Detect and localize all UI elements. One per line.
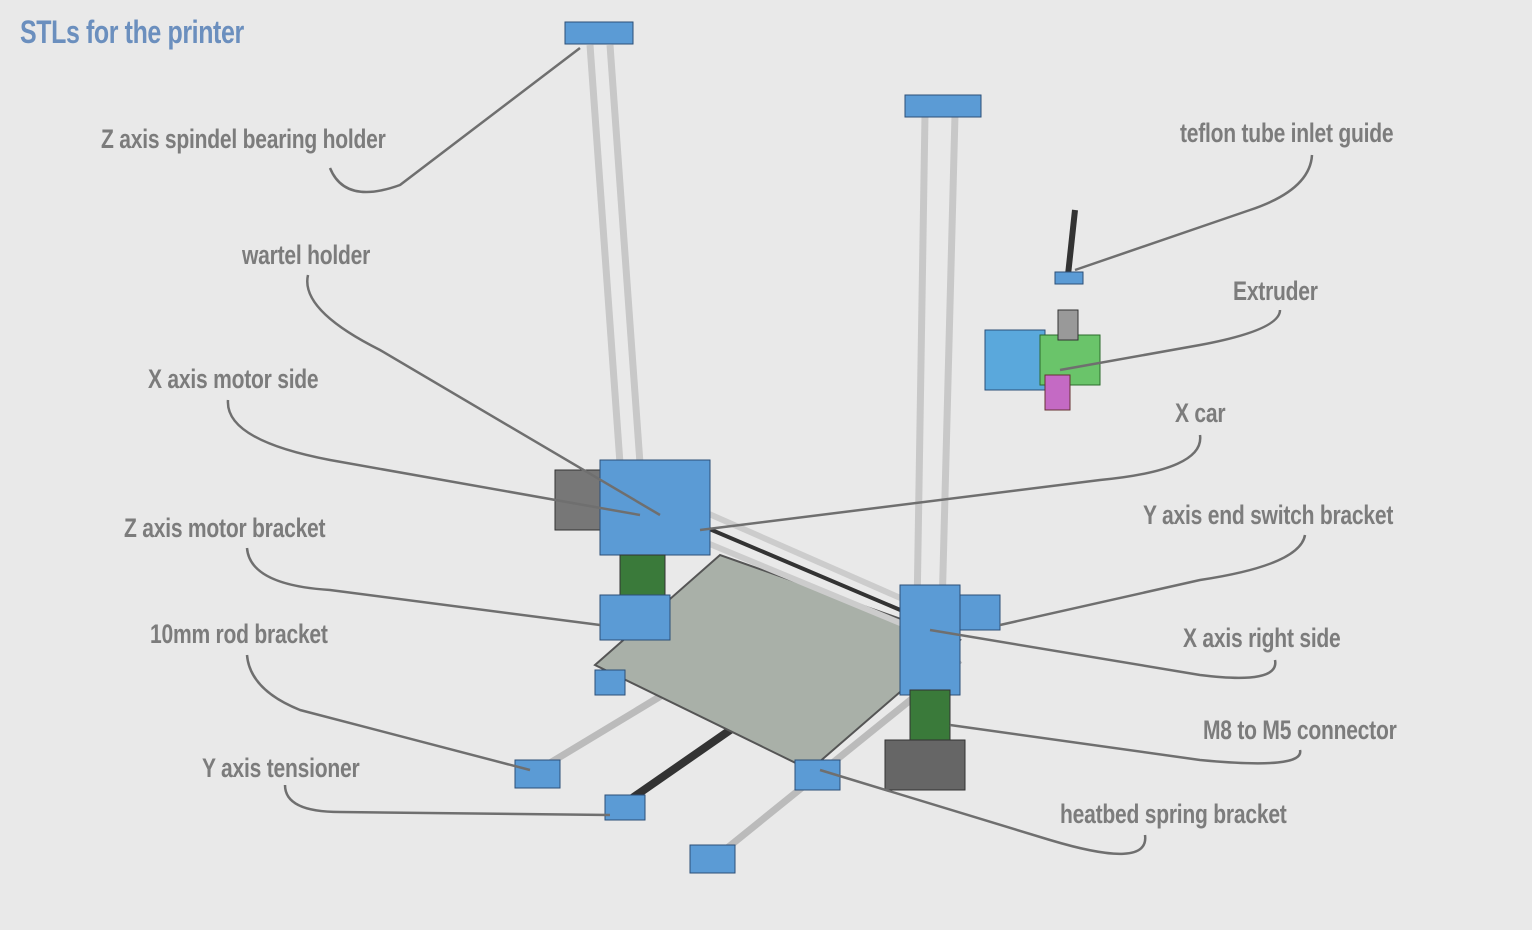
label-y-axis-end-switch-bracket: Y axis end switch bracket	[1143, 500, 1394, 530]
printer-model	[514, 21, 1101, 874]
label-heatbed-spring-bracket: heatbed spring bracket	[1060, 799, 1287, 829]
label-x-axis-motor-side: X axis motor side	[148, 364, 319, 394]
label-wartel-holder: wartel holder	[242, 240, 371, 270]
label-x-axis-right-side: X axis right side	[1183, 623, 1341, 653]
label-x-car: X car	[1175, 398, 1226, 428]
label-10mm-rod-bracket: 10mm rod bracket	[150, 619, 328, 649]
label-extruder: Extruder	[1233, 276, 1318, 306]
label-m8-to-m5-connector: M8 to M5 connector	[1203, 715, 1397, 745]
leader-lines	[226, 47, 1314, 855]
label-z-axis-motor-bracket: Z axis motor bracket	[124, 513, 326, 543]
page-title: STLs for the printer	[20, 14, 244, 50]
label-z-axis-spindel-bearing-holder: Z axis spindel bearing holder	[101, 124, 386, 154]
label-teflon-tube-inlet-guide: teflon tube inlet guide	[1180, 118, 1394, 148]
label-y-axis-tensioner: Y axis tensioner	[202, 753, 360, 783]
